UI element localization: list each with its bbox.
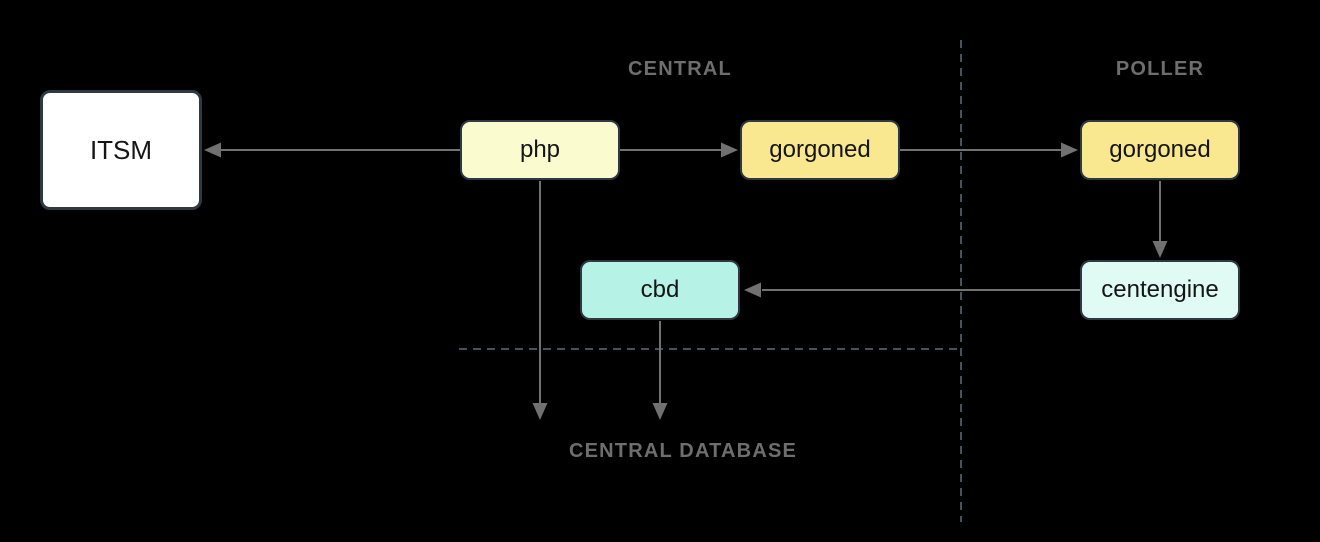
zone-label-central: CENTRAL <box>628 58 732 80</box>
node-gorgoned-central-label: gorgoned <box>769 136 871 163</box>
edge-gorgoned-poller-to-centengine <box>1152 181 1168 258</box>
node-gorgoned-central: gorgoned <box>740 120 900 180</box>
zone-label-poller: POLLER <box>1115 58 1205 80</box>
edge-cbd-to-central-database <box>652 321 668 420</box>
node-php-label: php <box>519 136 561 163</box>
node-gorgoned-poller: gorgoned <box>1080 120 1240 180</box>
central-database-label: CENTRAL DATABASE <box>568 440 798 462</box>
node-gorgoned-poller-label: gorgoned <box>1109 136 1211 163</box>
node-itsm-label: ITSM <box>89 134 153 165</box>
edge-gorgoned-central-to-gorgoned-poller <box>900 142 1078 158</box>
node-php: php <box>460 120 620 180</box>
node-cbd: cbd <box>580 260 740 320</box>
edge-centengine-to-cbd <box>744 282 1080 298</box>
node-centengine: centengine <box>1080 260 1240 320</box>
edge-php-to-central-database <box>532 181 548 420</box>
edge-php-to-itsm <box>204 142 460 158</box>
node-cbd-label: cbd <box>640 276 680 303</box>
edge-php-to-gorgoned-central <box>620 142 738 158</box>
node-centengine-label: centengine <box>1101 276 1219 303</box>
node-itsm: ITSM <box>40 90 202 210</box>
